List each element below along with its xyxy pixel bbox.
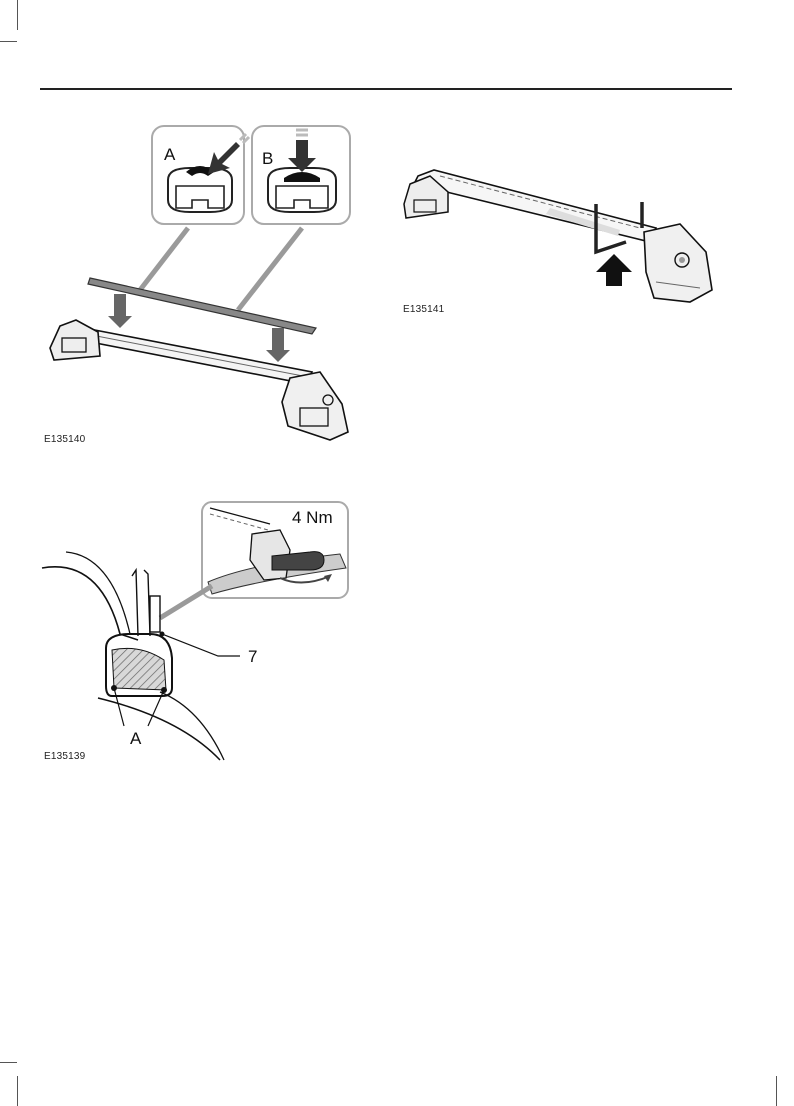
hatched-pad: [112, 648, 166, 690]
crop-mark-bottom-left-h: [0, 1062, 17, 1063]
right-foot: [644, 224, 712, 302]
crop-mark-top-left-h: [0, 41, 17, 42]
header-rule: [40, 88, 732, 90]
figure-code: E135140: [44, 434, 85, 445]
crop-mark-bottom-right-v: [776, 1076, 777, 1106]
roof-bar: [414, 170, 656, 242]
right-foot: [282, 372, 348, 440]
drop-arrow-left-icon: [108, 294, 132, 328]
crop-mark-bottom-left-v: [17, 1076, 18, 1106]
roof-bar-strip-illustration: A B: [40, 120, 360, 450]
figure-roof-section-torque: 4 Nm A 7 E135139: [40, 498, 360, 764]
figure-code: E135141: [403, 304, 444, 315]
bar-hex-key-illustration: [400, 162, 722, 316]
roof-section-illustration: 4 Nm A 7: [40, 498, 360, 764]
callout-a-label: A: [164, 145, 176, 164]
figure-code: E135139: [44, 751, 85, 762]
figure-bar-with-hex-key: E135141: [400, 162, 722, 316]
drop-arrow-right-icon: [266, 328, 290, 362]
push-up-arrow-icon: [596, 254, 632, 286]
left-foot: [50, 320, 100, 360]
roof-outline: [42, 567, 138, 640]
crop-mark-top-left-v: [17, 0, 18, 30]
figure-roof-bar-strip: A B E135140: [40, 120, 360, 450]
torque-label: 4 Nm: [292, 508, 333, 527]
callout-b-label: B: [262, 149, 273, 168]
callout-a-label: A: [130, 729, 142, 748]
callout-7-label: 7: [248, 647, 257, 666]
